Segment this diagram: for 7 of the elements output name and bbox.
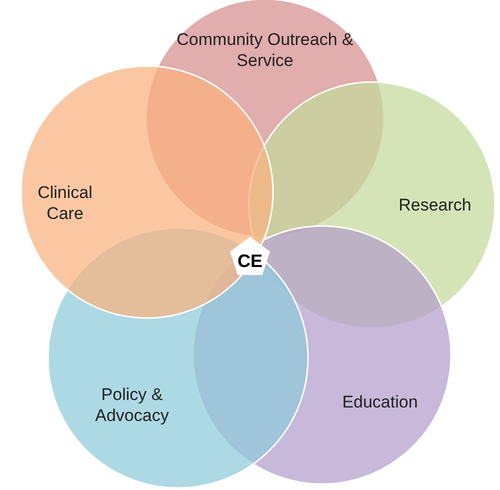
center-label: CE (236, 250, 264, 272)
circle-label: Community Outreach & Service (176, 28, 354, 72)
circle-label: Clinical Care (36, 182, 94, 224)
circle-label: Policy & Advocacy (94, 384, 170, 426)
circle-label: Education (341, 391, 419, 413)
circle-label: Research (398, 194, 472, 216)
venn-circle (20, 65, 274, 319)
